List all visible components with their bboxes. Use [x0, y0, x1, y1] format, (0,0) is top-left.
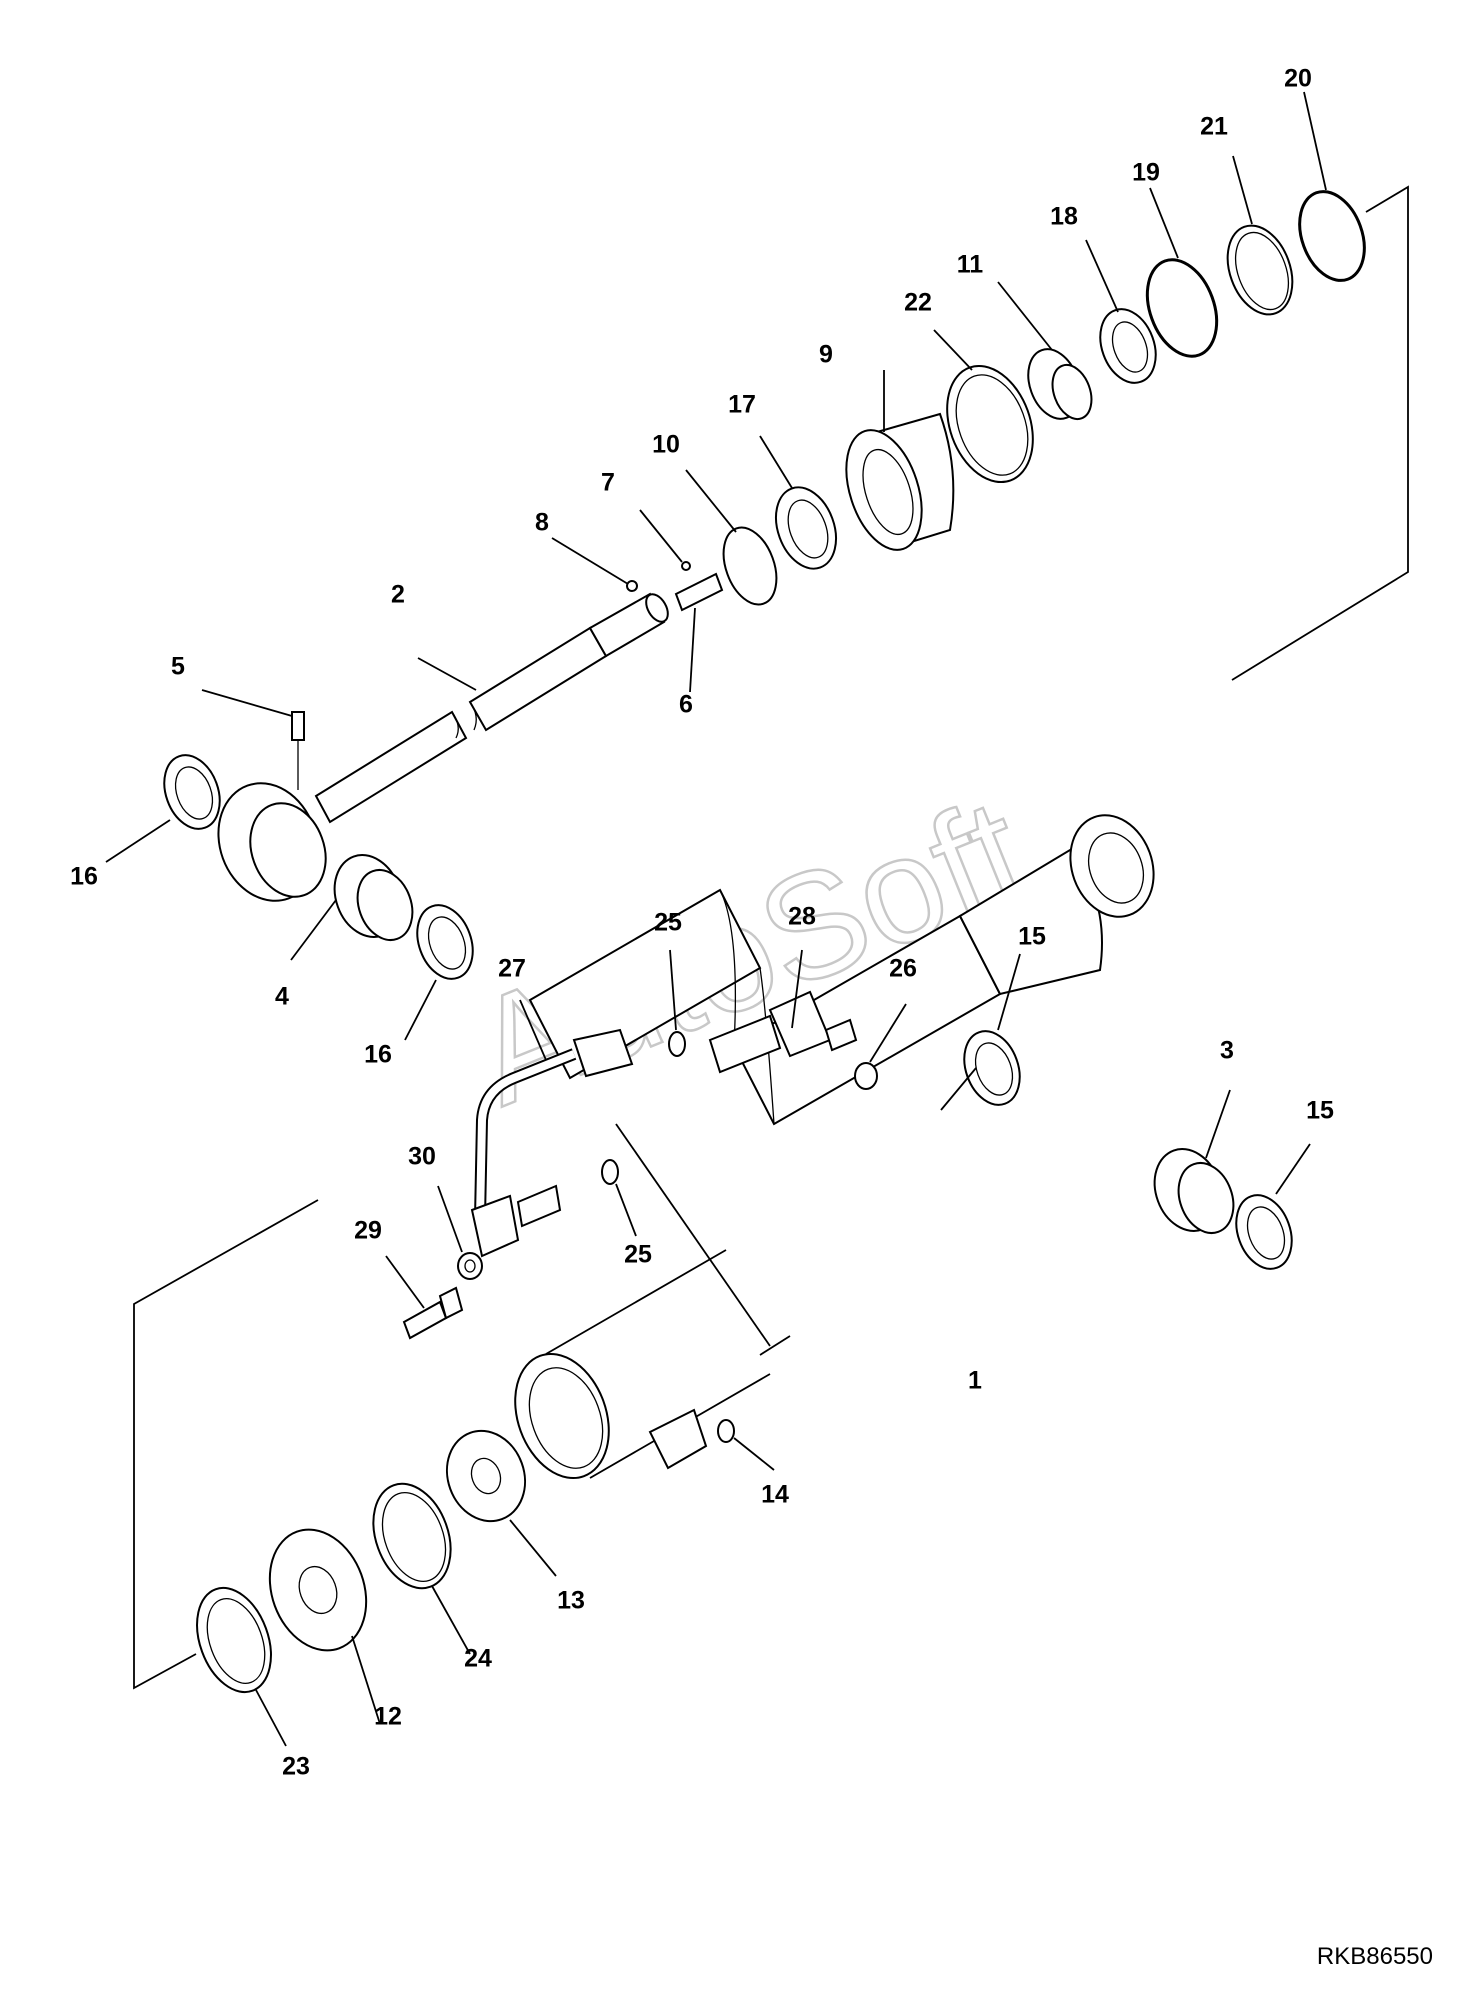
piston-12: [268, 1528, 368, 1652]
o-ring-20: [1298, 190, 1366, 282]
part-label-16b: 16: [364, 1041, 392, 1069]
pipe-27-nut: [572, 1028, 634, 1078]
screw-8: [626, 580, 638, 592]
part-label-5: 5: [171, 653, 185, 681]
spacer-6: [674, 572, 724, 612]
backup-ring-23: [196, 1586, 272, 1694]
part-label-10: 10: [652, 431, 680, 459]
part-label-11: 11: [957, 251, 984, 279]
part-label-8: 8: [535, 509, 549, 537]
o-ring-26: [854, 1062, 878, 1090]
washer-30: [457, 1252, 483, 1280]
part-labels: 1 2 3 4 5 6 7 8 9 10 11 12 13 14 15 15 1…: [70, 65, 1334, 1781]
elbow-28: [708, 1014, 782, 1074]
part-label-19: 19: [1132, 159, 1160, 187]
dust-seal-15b: [1235, 1194, 1293, 1270]
rod-assembly: [163, 190, 1366, 980]
snap-ring-10: [722, 526, 778, 606]
part-label-15a: 15: [1018, 923, 1046, 951]
part-label-12: 12: [374, 1703, 402, 1731]
tube-eye: [1069, 814, 1155, 918]
part-label-9: 9: [819, 341, 833, 369]
section-lines: [133, 185, 1409, 1690]
ball-7: [681, 561, 691, 571]
o-ring-19: [1145, 258, 1219, 358]
rod-body-lower: [314, 710, 468, 824]
cylinder-assembly: [196, 814, 1293, 1694]
part-label-6: 6: [679, 691, 693, 719]
rod-packing-17: [775, 486, 837, 570]
bolt-29: [402, 1300, 448, 1340]
buffer-ring-18: [1099, 308, 1157, 384]
part-label-7: 7: [601, 469, 615, 497]
part-label-29: 29: [354, 1217, 382, 1245]
part-label-21: 21: [1200, 113, 1228, 141]
rod-body-upper: [468, 626, 608, 732]
part-label-26: 26: [889, 955, 917, 983]
dust-seal-15a: [963, 1030, 1021, 1106]
port-boss: [648, 1408, 708, 1470]
part-label-16a: 16: [70, 863, 98, 891]
part-label-25a: 25: [654, 909, 682, 937]
part-label-24: 24: [464, 1645, 492, 1673]
part-label-28: 28: [788, 903, 816, 931]
backup-ring-21: [1226, 224, 1294, 316]
part-label-27: 27: [498, 955, 526, 983]
part-label-1: 1: [968, 1367, 982, 1395]
part-label-17: 17: [728, 391, 756, 419]
o-ring-14: [717, 1419, 735, 1443]
part-label-4: 4: [275, 983, 289, 1011]
grease-fitting: [291, 711, 305, 741]
part-label-15b: 15: [1306, 1097, 1334, 1125]
nut-13: [445, 1429, 527, 1523]
part-label-23: 23: [282, 1753, 310, 1781]
part-label-13: 13: [557, 1587, 585, 1615]
part-label-18: 18: [1050, 203, 1078, 231]
piping: [402, 990, 878, 1340]
o-ring-25-upper: [668, 1031, 686, 1057]
o-ring-25-lower: [601, 1159, 619, 1185]
part-label-30: 30: [408, 1143, 436, 1171]
part-label-20: 20: [1284, 65, 1312, 93]
drawing-number: RKB86550: [1317, 1943, 1433, 1970]
pipe-27-flange: [470, 1194, 520, 1258]
part-label-22: 22: [904, 289, 932, 317]
part-label-2: 2: [391, 581, 405, 609]
leader-lines: [105, 91, 1327, 1747]
part-label-14: 14: [761, 1481, 789, 1509]
wear-ring-24: [372, 1482, 452, 1590]
part-label-3: 3: [1220, 1037, 1234, 1065]
part-label-25b: 25: [624, 1241, 652, 1269]
